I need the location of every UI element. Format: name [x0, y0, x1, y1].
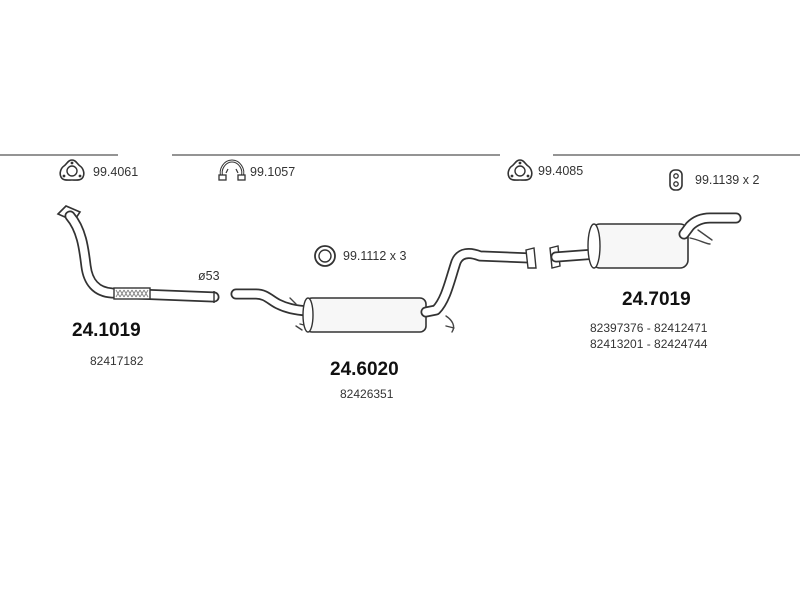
oe-number-24-1019: 82417182 — [90, 354, 144, 368]
oe-numbers-24-7019-line1: 82397376 - 82412471 — [590, 321, 708, 335]
gasket-4061-icon — [59, 159, 85, 181]
oe-number-24-6020: 82426351 — [340, 387, 394, 401]
rear-silencer-drawing — [549, 212, 742, 269]
oe-numbers-24-7019-line2: 82413201 - 82424744 — [590, 337, 708, 351]
part-number-24-7019: 24.7019 — [622, 289, 691, 310]
clamp-1057-icon — [218, 159, 246, 181]
rubber-mount-1139-label: 99.1139 x 2 — [695, 173, 759, 187]
ring-1112-icon — [314, 245, 336, 267]
middle-silencer-drawing — [230, 247, 537, 333]
ring-1112-label: 99.1112 x 3 — [343, 249, 407, 263]
front-pipe-drawing — [56, 205, 220, 303]
gasket-4061-label: 99.4061 — [93, 165, 138, 179]
clamp-1057-label: 99.1057 — [250, 165, 295, 179]
gasket-4085-icon — [507, 159, 533, 181]
gasket-4085-label: 99.4085 — [538, 164, 583, 178]
rubber-mount-1139-icon — [669, 169, 683, 191]
part-number-24-1019: 24.1019 — [72, 320, 141, 341]
part-number-24-6020: 24.6020 — [330, 359, 399, 380]
diameter-label: ø53 — [198, 269, 220, 283]
